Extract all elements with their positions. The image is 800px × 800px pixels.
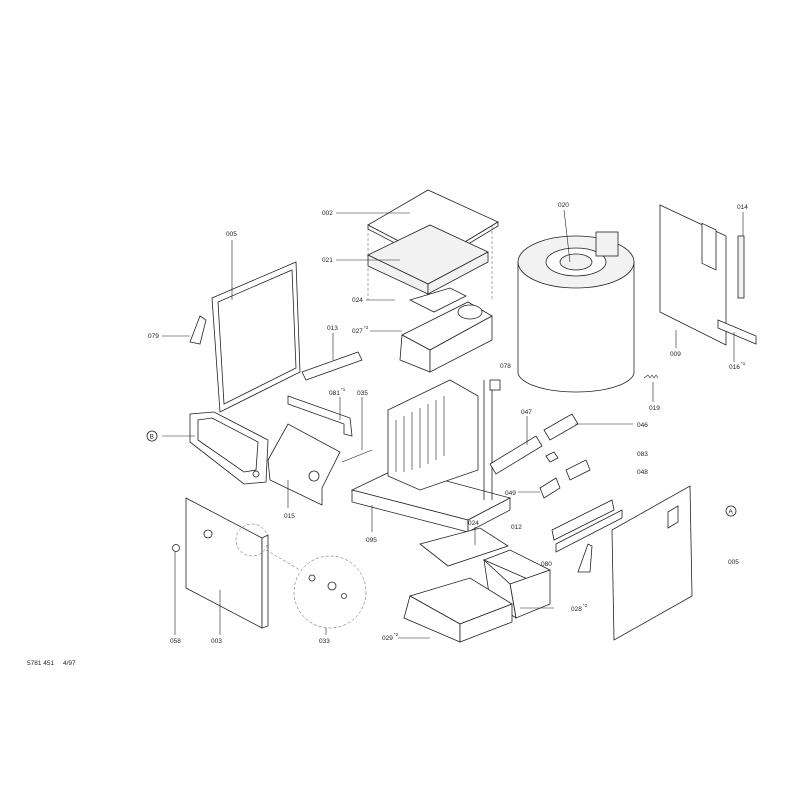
svg-text:A: A	[729, 509, 734, 516]
svg-text:B: B	[150, 434, 154, 441]
detail-circle-033	[293, 555, 367, 629]
callout-080: 080	[541, 561, 552, 568]
part-spring	[643, 374, 659, 379]
callout-024-lower: 024	[468, 520, 479, 527]
part-left-side-panel	[211, 261, 301, 413]
view-marker-a: A	[725, 505, 737, 517]
callout-049: 049	[505, 490, 516, 497]
callout-035: 035	[357, 390, 368, 397]
callout-009: 009	[670, 351, 681, 358]
callout-016: 016	[729, 364, 740, 371]
part-insulation-pad	[367, 224, 489, 295]
part-insulation-cylinder	[517, 231, 635, 393]
callout-081-sup: *1	[341, 387, 346, 392]
part-rail-013	[301, 351, 363, 381]
document-date: 4/97	[63, 660, 76, 667]
callout-081: 081	[329, 390, 340, 397]
part-knob-058	[172, 544, 180, 552]
callout-019: 019	[649, 405, 660, 412]
callout-029-sup: *2	[394, 632, 399, 637]
part-screw	[341, 449, 373, 463]
callout-033: 033	[319, 638, 330, 645]
callout-028-sup: *2	[583, 603, 588, 608]
callout-021: 021	[322, 257, 333, 264]
part-flue-hood	[399, 301, 493, 373]
callout-028: 028	[571, 606, 582, 613]
callout-083: 083	[637, 451, 648, 458]
callout-015: 015	[284, 513, 295, 520]
leader-lines	[162, 209, 744, 639]
callout-012: 012	[511, 524, 522, 531]
part-gasket-lower	[419, 527, 509, 567]
detail-circle-small	[235, 523, 269, 557]
document-number: 5781 451	[27, 660, 54, 667]
part-washer	[341, 593, 347, 599]
callout-079: 079	[148, 333, 159, 340]
part-terminal-strip	[737, 235, 745, 299]
callout-020: 020	[558, 202, 569, 209]
callout-016-sup: *1	[741, 361, 746, 366]
callout-029: 029	[382, 635, 393, 642]
callout-013: 013	[327, 325, 338, 332]
part-rail-081	[287, 395, 353, 437]
callout-078: 078	[500, 363, 511, 370]
part-hinge-screw	[308, 574, 316, 582]
callout-002: 002	[322, 210, 333, 217]
callout-003: 003	[211, 638, 222, 645]
part-side-panel	[659, 204, 757, 346]
part-rail-012b	[555, 509, 623, 553]
callout-027-sup: *2	[364, 325, 369, 330]
part-heat-exchanger	[350, 379, 512, 533]
part-hinge	[327, 581, 337, 591]
part-bracket-079	[189, 315, 207, 345]
callout-047: 047	[521, 409, 532, 416]
callout-058: 058	[170, 638, 181, 645]
part-pipes	[489, 413, 591, 499]
callout-046: 046	[637, 422, 648, 429]
callout-048: 048	[637, 469, 648, 476]
view-marker-b: B	[146, 430, 158, 442]
callout-005-left: 005	[226, 231, 237, 238]
part-front-plate-015	[267, 423, 341, 506]
part-bracket-080	[577, 543, 593, 573]
callout-005-right: 005	[728, 559, 739, 566]
part-rail-012	[551, 499, 615, 541]
callout-024-top: 024	[352, 297, 363, 304]
part-control-panel	[189, 411, 269, 485]
callout-027: 027	[352, 328, 363, 335]
part-front-door	[185, 497, 269, 629]
callout-014: 014	[737, 204, 748, 211]
part-right-front-panel	[611, 485, 693, 641]
callout-095: 095	[366, 537, 377, 544]
part-burner-tray-029	[403, 577, 513, 643]
part-gasket-top	[408, 287, 467, 313]
